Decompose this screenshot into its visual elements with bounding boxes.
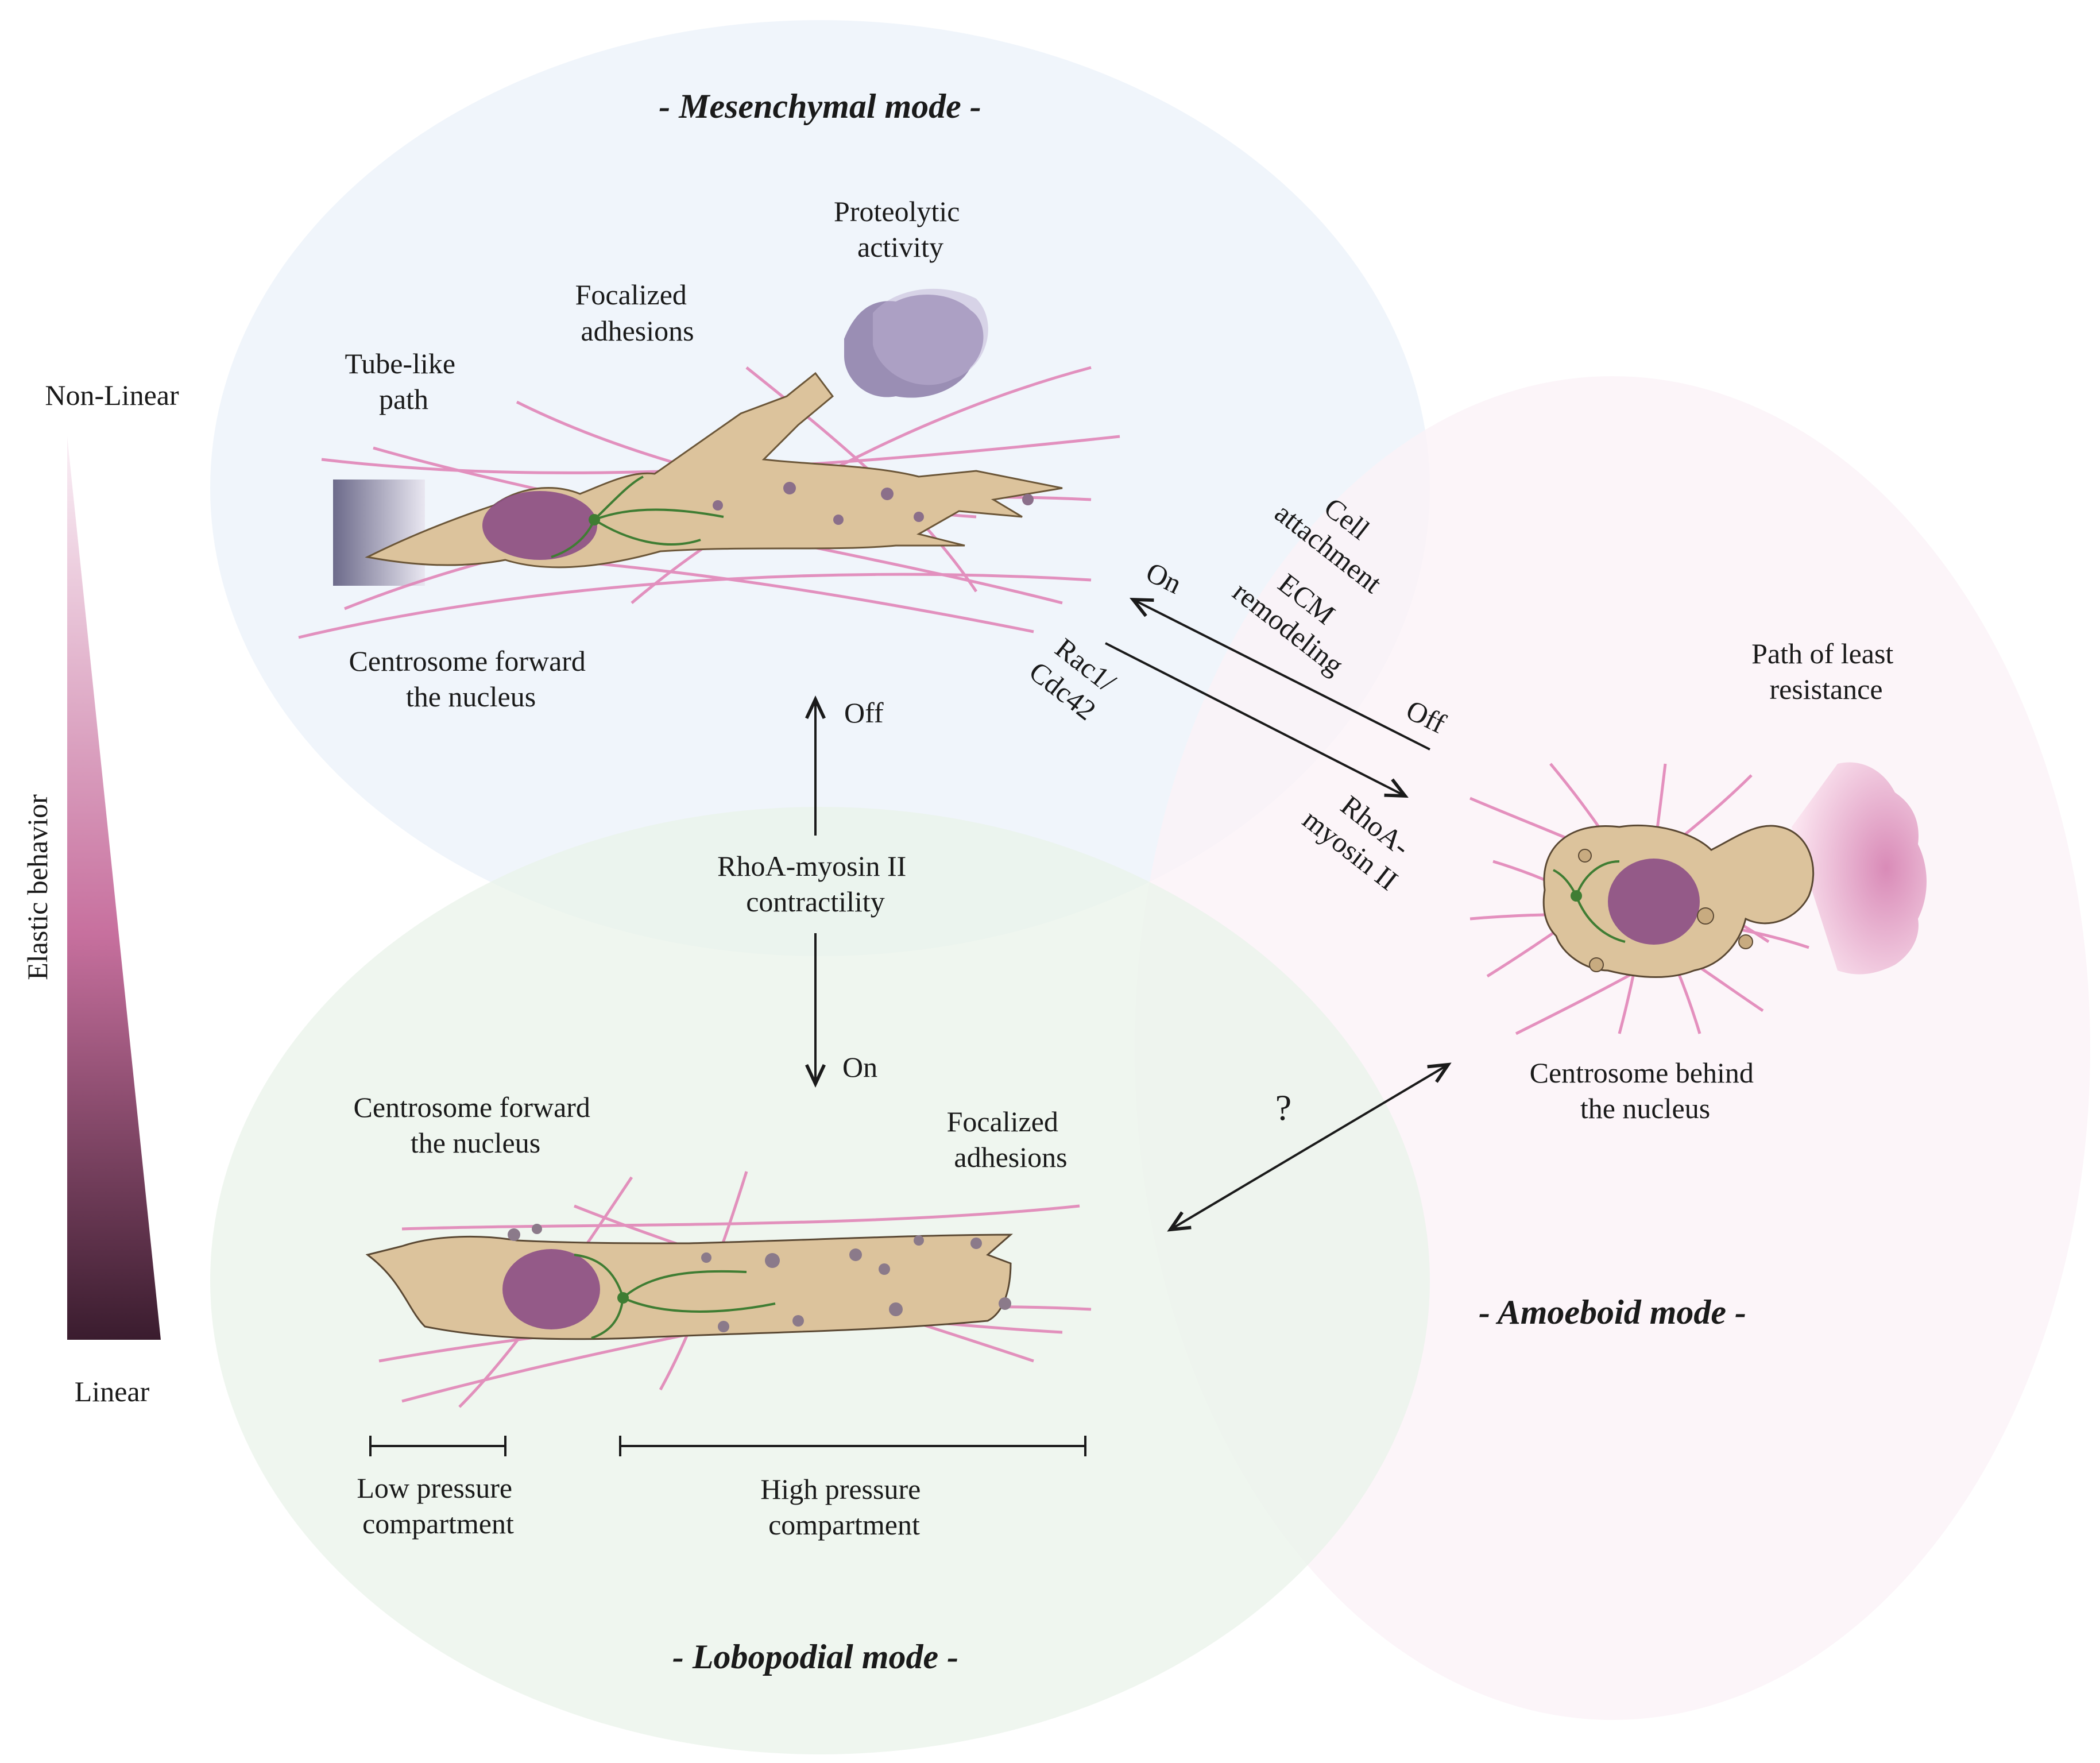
lobopodial-nucleus xyxy=(502,1249,600,1329)
mesenchymal-focalized-line-1: Focalized xyxy=(575,279,687,311)
lobopodial-mode-title: - Lobopodial mode - xyxy=(672,1638,958,1676)
lobopodial-cell-body xyxy=(365,1234,1013,1340)
mesenchymal-microtubules xyxy=(551,475,724,558)
mesenchymal-focalized-line-2: adhesions xyxy=(581,315,694,347)
elastic-gradient-triangle xyxy=(67,436,161,1340)
amoeboid-centrosome-label: Centrosome behind the nucleus xyxy=(1530,1057,1761,1124)
mesenchymal-mode-title: - Mesenchymal mode - xyxy=(659,87,981,125)
proteolytic-line-2: activity xyxy=(857,231,943,263)
vertical-off-label: Off xyxy=(844,697,884,729)
mesenchymal-centrosome-line-1: Centrosome forward xyxy=(349,645,586,677)
path-line-1: Path of least xyxy=(1751,637,1893,670)
mesenchymal-centrosome xyxy=(589,514,600,525)
proteolytic-label: Proteolytic activity xyxy=(834,195,967,263)
high-pressure-line-2: compartment xyxy=(768,1509,920,1541)
high-pressure-label: High pressure compartment xyxy=(760,1473,928,1541)
low-pressure-bracket xyxy=(369,1436,506,1456)
path-of-least-resistance-shape xyxy=(1792,762,1927,975)
lobopodial-centrosome-line-1: Centrosome forward xyxy=(354,1091,590,1123)
path-line-2: resistance xyxy=(1769,673,1882,705)
diagonal-lower-arrow xyxy=(1105,642,1404,795)
mesenchymal-nucleus xyxy=(482,491,597,560)
question-mark-label: ? xyxy=(1275,1087,1291,1128)
lobopodial-focalized-line-1: Focalized xyxy=(947,1105,1058,1138)
lobopodial-surface-dots xyxy=(508,1224,1011,1332)
mesenchymal-adhesion-dots xyxy=(713,482,1034,525)
amoeboid-mode-title: - Amoeboid mode - xyxy=(1479,1293,1746,1331)
amoeboid-centrosome-line-2: the nucleus xyxy=(1580,1092,1710,1124)
path-least-resistance-label: Path of least resistance xyxy=(1751,637,1901,705)
rhoa-contractility-line-1: RhoA-myosin II xyxy=(717,850,906,882)
rhoa-contractility-label: RhoA-myosin II contractility xyxy=(717,850,914,918)
high-pressure-line-1: High pressure xyxy=(760,1473,921,1505)
rhoa-contractility-line-2: contractility xyxy=(746,886,885,918)
low-pressure-line-2: compartment xyxy=(362,1507,514,1540)
lobopodial-focalized-label: Focalized adhesions xyxy=(947,1105,1068,1173)
lobopodial-centrosome-label: Centrosome forward the nucleus xyxy=(354,1091,598,1159)
low-pressure-line-1: Low pressure xyxy=(357,1472,512,1504)
lobopodial-cell-illustration xyxy=(365,1171,1092,1408)
tube-like-path-shape xyxy=(333,480,425,586)
scale-axis-label: Elastic behavior xyxy=(21,794,53,980)
tube-like-line-2: path xyxy=(379,383,428,415)
amoeboid-centrosome xyxy=(1571,890,1582,902)
proteolytic-activity-halo xyxy=(873,288,988,385)
scale-top-label: Non-Linear xyxy=(45,379,179,411)
lobopodial-microtubules xyxy=(574,1254,776,1339)
proteolytic-line-1: Proteolytic xyxy=(834,195,960,227)
tube-like-line-1: Tube-like xyxy=(345,347,455,380)
vertical-on-label: On xyxy=(842,1051,877,1083)
amoeboid-centrosome-line-1: Centrosome behind xyxy=(1530,1057,1754,1089)
diagonal-upper-arrow xyxy=(1134,600,1430,751)
amoeboid-cell-illustration xyxy=(1469,762,1927,1035)
mesenchymal-centrosome-label: Centrosome forward the nucleus xyxy=(349,645,593,713)
lobopodial-centrosome xyxy=(617,1292,629,1304)
amoeboid-nucleus xyxy=(1608,859,1700,945)
mesenchymal-cell-illustration xyxy=(298,288,1120,639)
tube-like-label: Tube-like path xyxy=(345,347,462,415)
lobopodial-amoeboid-arrow xyxy=(1171,1065,1447,1229)
low-pressure-label: Low pressure compartment xyxy=(357,1472,519,1540)
amoeboid-blebs xyxy=(1578,849,1753,972)
lobopodial-centrosome-line-2: the nucleus xyxy=(411,1127,540,1159)
scale-bottom-label: Linear xyxy=(75,1375,150,1408)
high-pressure-bracket xyxy=(619,1436,1086,1456)
mesenchymal-centrosome-line-2: the nucleus xyxy=(406,681,536,713)
lobopodial-focalized-line-2: adhesions xyxy=(954,1141,1067,1173)
mesenchymal-focalized-label: Focalized adhesions xyxy=(575,279,694,347)
